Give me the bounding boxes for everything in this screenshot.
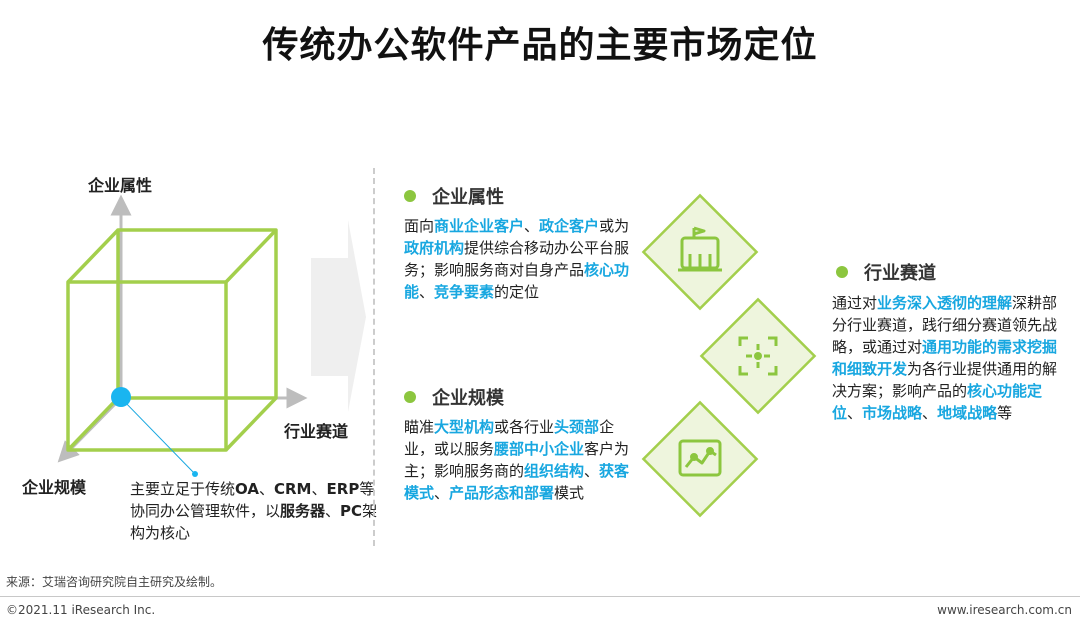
body-text: 、 (922, 404, 938, 422)
body-text: 主要立足于传统 (130, 480, 236, 498)
highlight-text: 通用功能的需求挖掘和细致开发 (832, 338, 1058, 378)
bold-text: ERP (326, 480, 360, 498)
highlight-text: 核心功能 (404, 261, 630, 301)
cube-edges (66, 228, 278, 452)
bullet-dot (836, 266, 848, 278)
diamond-scale (641, 400, 759, 518)
body-text: 深耕部分行业赛道，践行细分赛道领先战略，或通过对 (832, 294, 1058, 356)
body-text: 、 (584, 462, 600, 480)
body-text: 客户为主；影响服务商的 (404, 440, 630, 480)
cube-note: 主要立足于传统OA、CRM、ERP等协同办公管理软件，以服务器、PC架构为核心 (130, 478, 380, 544)
highlight-text: 核心功能定位 (832, 382, 1043, 422)
highlight-text: 获客模式 (404, 462, 630, 502)
body-text: 等协同办公管理软件，以 (130, 480, 375, 520)
highlight-text: 地域战略 (937, 404, 998, 422)
axis-label-attr: 企业属性 (88, 176, 153, 195)
body-text: 、 (419, 283, 435, 301)
source-note: 来源：艾瑞咨询研究院自主研究及绘制。 (6, 575, 223, 589)
section-title-track: 行业赛道 (836, 259, 936, 285)
section-title-track-text: 行业赛道 (864, 263, 936, 284)
body-text: 的定位 (494, 283, 540, 301)
divider-line (373, 168, 375, 546)
body-text: 、 (258, 480, 274, 498)
section-title-attr: 企业属性 (404, 183, 504, 209)
bullet-dot (404, 190, 416, 202)
body-text: 、 (325, 502, 341, 520)
body-text: 、 (847, 404, 863, 422)
website-url: www.iresearch.com.cn (937, 603, 1072, 617)
leader-end-dot (192, 471, 198, 477)
leader-line (120, 397, 196, 475)
highlight-text: 腰部中小企业 (494, 440, 585, 458)
axis-label-track: 行业赛道 (284, 422, 349, 441)
body-text: 、 (434, 484, 450, 502)
bold-text: PC (340, 502, 363, 520)
highlight-text: 产品形态和部署 (449, 484, 555, 502)
focus-target-icon (738, 336, 778, 376)
highlight-text: 商业企业客户 (434, 217, 525, 235)
body-text: 通过对 (832, 294, 878, 312)
highlight-text: 政府机构 (404, 239, 465, 257)
section-title-scale-text: 企业规模 (432, 388, 504, 409)
body-text: 或各行业 (494, 418, 555, 436)
section-text-track: 通过对业务深入透彻的理解深耕部分行业赛道，践行细分赛道领先战略，或通过对通用功能… (832, 292, 1062, 424)
body-text: 或为 (599, 217, 630, 235)
origin-point (111, 387, 131, 407)
body-text: 、 (311, 480, 327, 498)
highlight-text: 组织结构 (524, 462, 585, 480)
body-text: 面向 (404, 217, 435, 235)
bold-text: 服务器 (280, 502, 326, 520)
pointer-arrow (311, 220, 366, 412)
section-text-attr: 面向商业企业客户、政企客户或为政府机构提供综合移动办公平台服务；影响服务商对自身… (404, 215, 632, 303)
axis-label-scale: 企业规模 (22, 478, 87, 497)
body-text: 为各行业提供通用的解决方案；影响产品的 (832, 360, 1058, 400)
bold-text: CRM (274, 480, 312, 498)
footer-divider (0, 596, 1080, 597)
section-title-scale: 企业规模 (404, 384, 504, 410)
section-text-scale: 瞄准大型机构或各行业头颈部企业，或以服务腰部中小企业客户为主；影响服务商的组织结… (404, 416, 632, 504)
body-text: 模式 (554, 484, 585, 502)
highlight-text: 政企客户 (539, 217, 600, 235)
diamond-attr (641, 193, 759, 311)
bold-text: OA (235, 480, 259, 498)
body-text: 企业，或以服务 (404, 418, 615, 458)
section-title-attr-text: 企业属性 (432, 187, 504, 208)
diamond-track (699, 297, 817, 415)
page-title: 传统办公软件产品的主要市场定位 (262, 25, 818, 66)
highlight-text: 头颈部 (554, 418, 600, 436)
line-chart-icon (678, 439, 722, 477)
body-text: 等 (997, 404, 1013, 422)
highlight-text: 大型机构 (434, 418, 495, 436)
highlight-text: 业务深入透彻的理解 (877, 294, 1013, 312)
bullet-dot (404, 391, 416, 403)
building-icon (678, 226, 722, 272)
highlight-text: 市场战略 (862, 404, 923, 422)
copyright: ©2021.11 iResearch Inc. (6, 603, 156, 617)
highlight-text: 竞争要素 (434, 283, 495, 301)
body-text: 瞄准 (404, 418, 435, 436)
body-text: 提供综合移动办公平台服务；影响服务商对自身产品 (404, 239, 630, 279)
body-text: 、 (524, 217, 540, 235)
